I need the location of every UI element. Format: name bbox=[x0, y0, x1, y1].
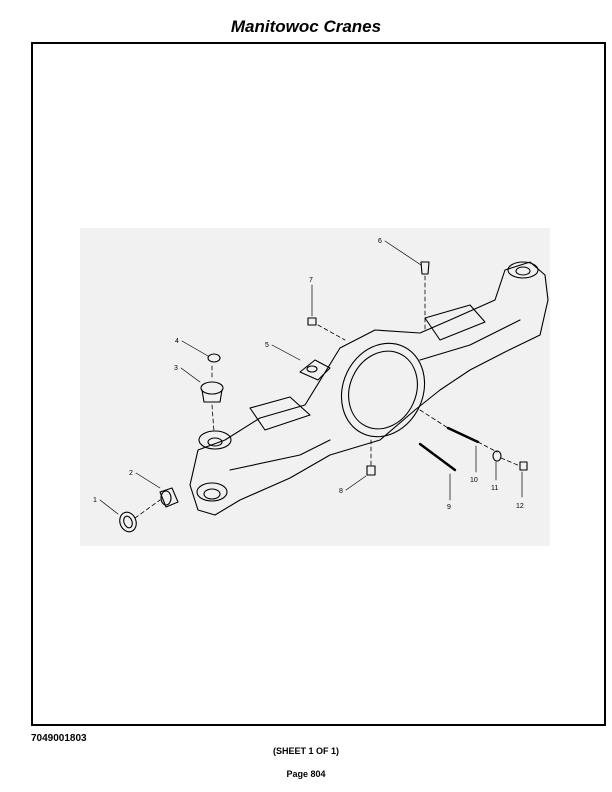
part-1-seal bbox=[119, 511, 137, 533]
right-spindle-top bbox=[507, 261, 539, 279]
drawing-frame bbox=[31, 42, 606, 726]
part-11-washer bbox=[492, 450, 502, 462]
callout-9: 9 bbox=[447, 504, 451, 511]
callout-5: 5 bbox=[265, 342, 269, 349]
drawing-background bbox=[80, 228, 550, 546]
sheet-label: (SHEET 1 OF 1) bbox=[272, 746, 339, 756]
callout-11: 11 bbox=[491, 485, 498, 492]
part-9-stud bbox=[418, 442, 457, 472]
callout-3: 3 bbox=[174, 365, 178, 372]
part-2-bushing bbox=[159, 487, 179, 508]
part-8-nut bbox=[366, 465, 376, 476]
part-10-stud bbox=[446, 426, 480, 444]
callout-10: 10 bbox=[470, 477, 478, 484]
callout-7: 7 bbox=[309, 277, 313, 284]
callout-8: 8 bbox=[339, 488, 343, 495]
part-3-bushing bbox=[200, 381, 224, 395]
left-spindle-top bbox=[198, 430, 232, 450]
page-number: Page 804 bbox=[286, 769, 326, 779]
callout-4: 4 bbox=[175, 338, 179, 345]
axle-housing bbox=[189, 261, 549, 516]
left-spindle-bottom bbox=[196, 482, 228, 502]
part-6-fitting bbox=[420, 261, 430, 275]
callout-1: 1 bbox=[93, 497, 97, 504]
part-7-nut bbox=[307, 317, 317, 326]
center-ring bbox=[340, 342, 426, 438]
callout-6: 6 bbox=[378, 238, 382, 245]
part-12-nut bbox=[519, 461, 528, 471]
part-4-plug bbox=[207, 353, 221, 363]
document-number: 7049001803 bbox=[31, 733, 87, 744]
page-title: Manitowoc Cranes bbox=[230, 17, 382, 36]
callout-2: 2 bbox=[129, 470, 133, 477]
callout-12: 12 bbox=[516, 503, 524, 510]
